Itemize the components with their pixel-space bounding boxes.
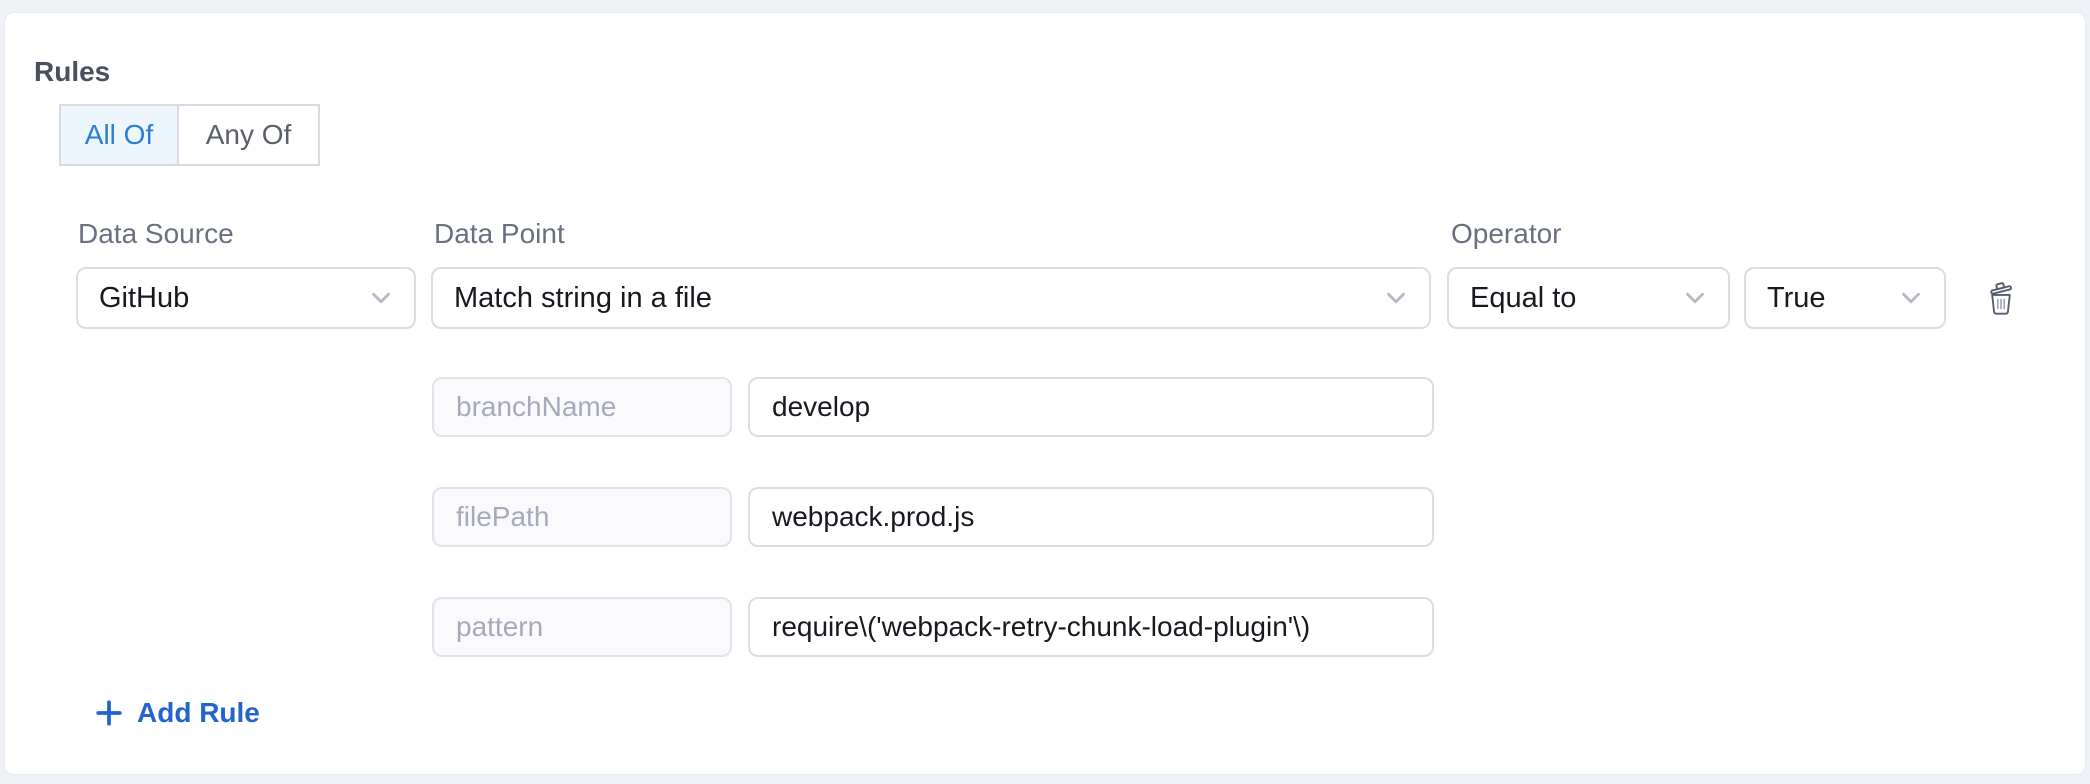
param-key-label: branchName xyxy=(456,391,617,422)
toggle-any-of[interactable]: Any Of xyxy=(177,104,320,166)
operand-value: True xyxy=(1767,281,1826,314)
param-value-filepath-input[interactable] xyxy=(748,487,1434,547)
match-mode-toggle: All Of Any Of xyxy=(59,104,320,166)
trash-icon xyxy=(1990,282,2012,315)
param-key-label: pattern xyxy=(456,611,544,642)
param-value-branchname-input[interactable] xyxy=(748,377,1434,437)
toggle-any-of-label: Any Of xyxy=(205,119,292,150)
data-point-label: Data Point xyxy=(434,218,565,249)
param-key-pattern: pattern xyxy=(432,597,732,657)
chevron-down-icon xyxy=(1686,292,1704,304)
add-rule-label: Add Rule xyxy=(137,697,260,728)
toggle-all-of-label: All Of xyxy=(84,119,154,150)
data-source-select[interactable]: GitHub xyxy=(76,267,416,329)
param-key-filepath: filePath xyxy=(432,487,732,547)
plus-icon xyxy=(96,700,122,726)
toggle-all-of[interactable]: All Of xyxy=(59,104,179,166)
param-value-pattern-input[interactable] xyxy=(748,597,1434,657)
chevron-down-icon xyxy=(372,292,390,304)
param-key-label: filePath xyxy=(456,501,550,532)
data-source-label: Data Source xyxy=(78,218,234,249)
operator-select[interactable]: Equal to xyxy=(1447,267,1730,329)
delete-rule-button[interactable] xyxy=(1979,277,2023,321)
param-key-branchname: branchName xyxy=(432,377,732,437)
rules-card: Rules All Of Any Of Data Source Data Poi… xyxy=(4,12,2086,775)
operator-value: Equal to xyxy=(1470,281,1577,314)
data-source-value: GitHub xyxy=(99,281,190,314)
data-point-select[interactable]: Match string in a file xyxy=(431,267,1431,329)
operator-label: Operator xyxy=(1451,218,1562,249)
add-rule-button[interactable]: Add Rule xyxy=(94,696,260,730)
data-point-value: Match string in a file xyxy=(454,281,712,314)
rules-heading: Rules xyxy=(34,56,111,87)
chevron-down-icon xyxy=(1902,292,1920,304)
operand-select[interactable]: True xyxy=(1744,267,1946,329)
chevron-down-icon xyxy=(1387,292,1405,304)
